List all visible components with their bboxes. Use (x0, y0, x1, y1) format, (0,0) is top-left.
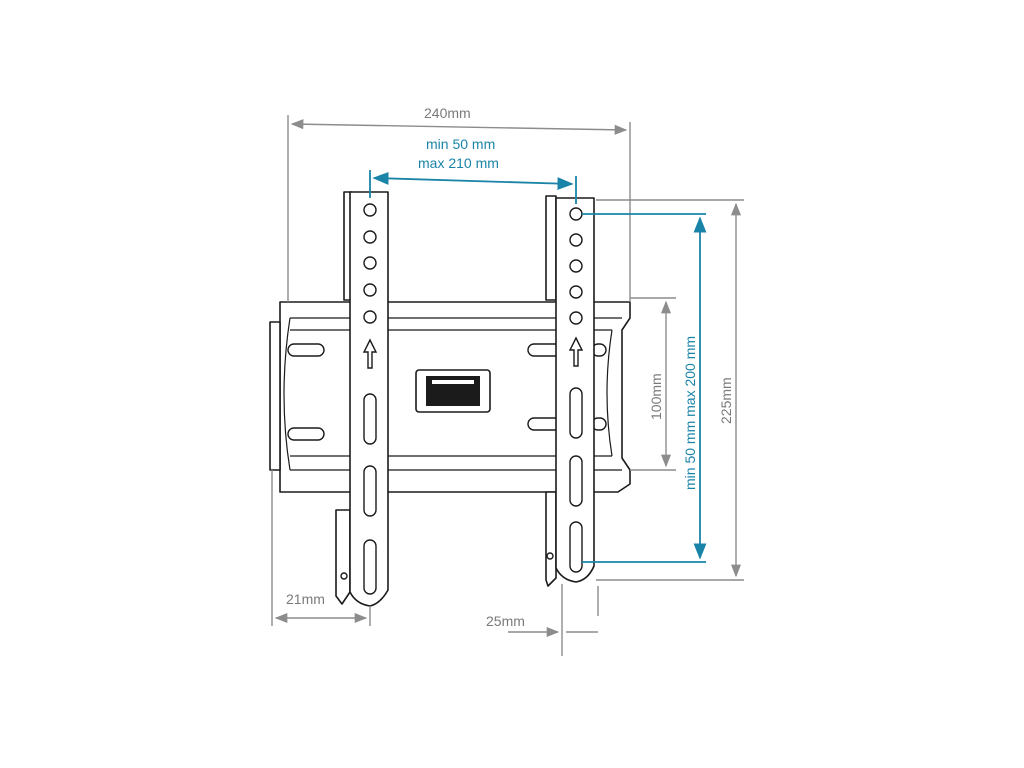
hole-span-horizontal-line1: min 50 mm (426, 136, 495, 152)
wall-slot (287, 343, 325, 357)
left-vertical-arm (335, 191, 389, 607)
dimension-hole-span-horizontal: min 50 mm max 210 mm (369, 136, 577, 204)
dimension-overall-height: 225mm (596, 199, 744, 581)
up-arrow-icon (362, 338, 378, 369)
dimension-hole-span-vertical: min 50 mm max 200 mm (582, 213, 707, 563)
dimension-depth-bottom: 25mm (486, 584, 599, 656)
up-arrow-icon (568, 336, 584, 367)
dimension-plate-height: 100mm (630, 297, 676, 471)
right-vertical-arm (545, 195, 595, 587)
dimension-overall-width: 240mm (287, 105, 631, 302)
overall-height-label: 225mm (718, 377, 734, 424)
depth-side-label: 21mm (286, 591, 325, 607)
overall-width-label: 240mm (424, 105, 471, 121)
hole-span-horizontal-line2: max 210 mm (418, 155, 499, 171)
dimension-depth-side: 21mm (271, 470, 371, 626)
hole-span-vertical-label: min 50 mm max 200 mm (682, 336, 698, 490)
depth-bottom-label: 25mm (486, 613, 525, 629)
plate-height-label: 100mm (648, 373, 664, 420)
wall-slot (287, 427, 325, 441)
